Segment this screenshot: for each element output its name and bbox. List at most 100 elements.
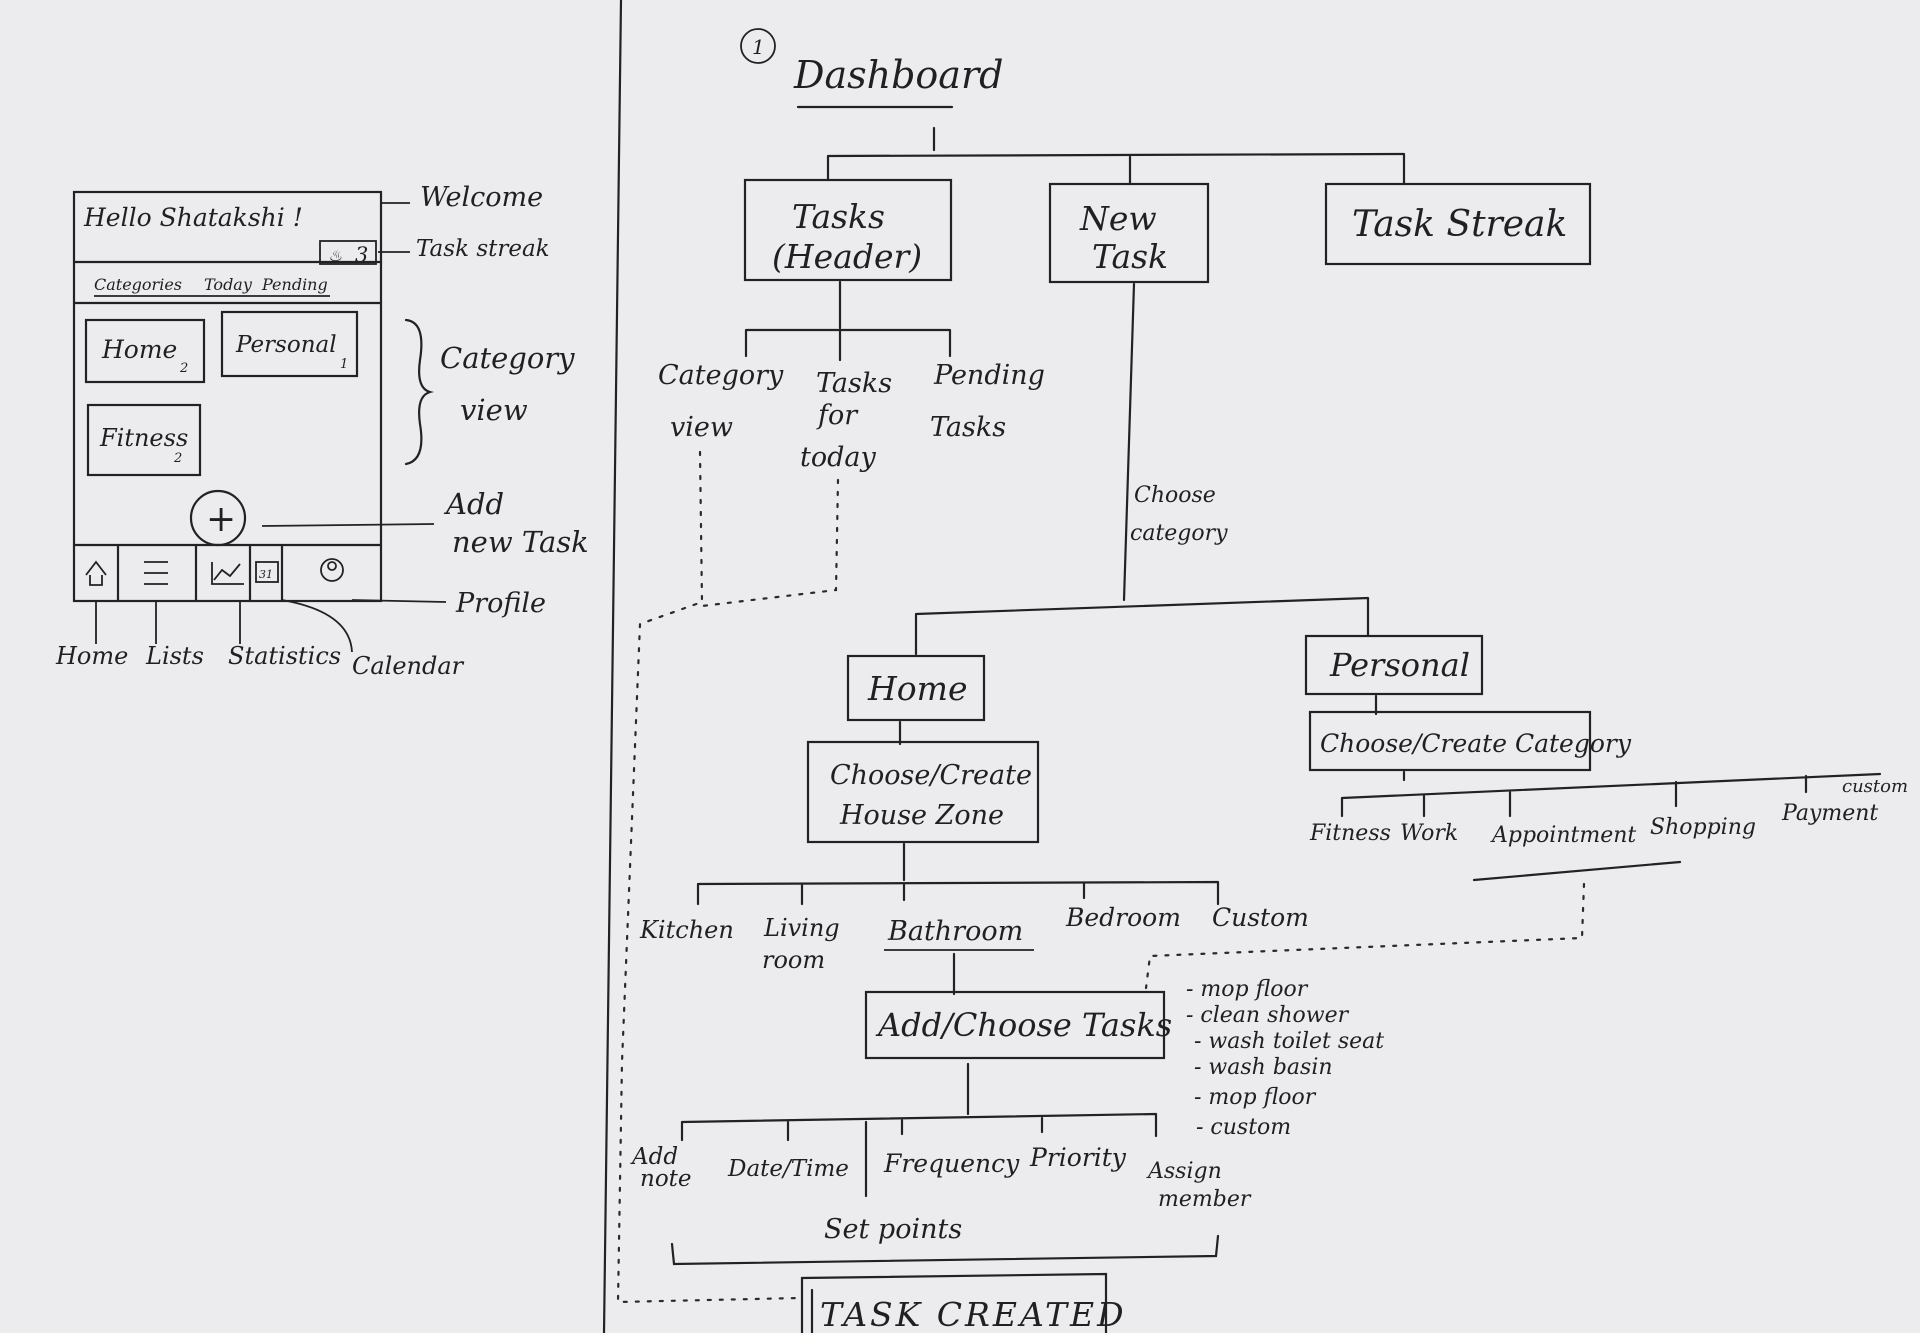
tab-pending[interactable]: Pending bbox=[261, 275, 328, 294]
node-home-label: Home bbox=[867, 669, 967, 708]
option-work: Work bbox=[1400, 821, 1458, 846]
card-fitness-count: 2 bbox=[173, 451, 182, 466]
calendar-leader bbox=[281, 599, 353, 653]
node-add-tasks bbox=[864, 990, 1166, 1060]
task-list: - mop floor - clean shower - wash toilet… bbox=[1186, 977, 1384, 1140]
header-today-3: today bbox=[800, 442, 876, 473]
options-connector bbox=[680, 1062, 1158, 1198]
new-task-stem bbox=[1122, 282, 1136, 602]
page-number-circle bbox=[740, 28, 776, 64]
dashboard-connector bbox=[826, 126, 1406, 186]
dotted-path-left bbox=[616, 450, 802, 1304]
calendar-day: 31 bbox=[259, 568, 273, 581]
streak-badge bbox=[319, 240, 377, 265]
task-list-item: - mop floor bbox=[1186, 977, 1309, 1002]
card-fitness-label: Fitness bbox=[99, 424, 188, 452]
choose-category-2: category bbox=[1130, 521, 1228, 546]
wireframe-annotations: Welcome Task streak Category view Add ne… bbox=[55, 182, 589, 680]
card-fitness[interactable] bbox=[86, 403, 202, 477]
statistics-label: Statistics bbox=[228, 642, 341, 670]
card-home[interactable] bbox=[84, 318, 206, 384]
header-category-1: Category bbox=[658, 360, 784, 391]
card-home-label: Home bbox=[101, 335, 177, 364]
category-brace bbox=[404, 318, 434, 466]
card-home-count: 2 bbox=[179, 361, 188, 376]
header-today-1: Tasks bbox=[816, 368, 892, 399]
node-personal-label: Personal bbox=[1329, 646, 1470, 684]
lists-label: Lists bbox=[145, 642, 204, 670]
add-task-label-2: new Task bbox=[452, 525, 589, 559]
tab-today[interactable]: Today bbox=[204, 275, 253, 294]
node-new-task-label-2: Task bbox=[1092, 237, 1168, 276]
set-points-bracket bbox=[670, 1234, 1220, 1266]
category-view-label-1: Category bbox=[440, 341, 575, 375]
node-personal-category-label: Choose/Create Category bbox=[1320, 729, 1632, 758]
zone-custom: Custom bbox=[1212, 903, 1309, 932]
option-assign-1: Assign bbox=[1146, 1159, 1222, 1184]
profile-icon[interactable] bbox=[320, 558, 344, 582]
node-home bbox=[846, 654, 986, 722]
task-list-item: - clean shower bbox=[1186, 1003, 1350, 1028]
header-pending-1: Pending bbox=[933, 360, 1045, 391]
header-children-connector bbox=[744, 280, 952, 362]
zone-bathroom: Bathroom bbox=[887, 916, 1023, 947]
option-add-note-1: Add bbox=[630, 1144, 678, 1170]
category-split-connector bbox=[914, 596, 1370, 656]
dotted-path-personal bbox=[1144, 882, 1586, 990]
tab-categories[interactable]: Categories bbox=[94, 275, 182, 294]
task-list-item: - custom bbox=[1196, 1115, 1291, 1140]
welcome-label: Welcome bbox=[420, 182, 543, 213]
dashboard-title: Dashboard bbox=[793, 53, 1003, 97]
task-created-box bbox=[800, 1272, 1108, 1333]
option-shopping: Shopping bbox=[1650, 815, 1756, 840]
node-tasks-label-1: Tasks bbox=[792, 197, 885, 236]
phone-frame bbox=[72, 190, 383, 603]
greeting-text: Hello Shatakshi ! bbox=[83, 203, 303, 232]
personal-options-connector bbox=[1340, 770, 1882, 818]
node-new-task bbox=[1048, 182, 1210, 284]
node-tasks-header bbox=[743, 178, 953, 282]
node-personal-category bbox=[1308, 710, 1592, 772]
node-house-zone-label-2: House Zone bbox=[839, 800, 1004, 831]
option-frequency: Frequency bbox=[883, 1149, 1020, 1178]
node-personal bbox=[1304, 634, 1484, 696]
card-personal[interactable] bbox=[220, 310, 359, 378]
choose-category-1: Choose bbox=[1134, 483, 1216, 508]
node-task-streak-label: Task Streak bbox=[1352, 204, 1567, 245]
streak-fire-icon: ♨ bbox=[328, 246, 342, 265]
add-task-leader bbox=[261, 523, 435, 527]
task-list-item: - wash basin bbox=[1194, 1055, 1333, 1080]
task-streak-label: Task streak bbox=[416, 236, 550, 262]
option-appointment: Appointment bbox=[1490, 823, 1636, 848]
option-assign-2: member bbox=[1158, 1187, 1252, 1212]
page-divider bbox=[602, 0, 623, 1333]
task-list-item: - mop floor bbox=[1194, 1085, 1317, 1110]
plus-icon: + bbox=[206, 499, 236, 540]
calendar-icon[interactable] bbox=[255, 561, 279, 583]
page-number: 1 bbox=[752, 35, 765, 59]
zone-kitchen: Kitchen bbox=[639, 916, 734, 944]
header-pending-2: Tasks bbox=[930, 412, 1006, 443]
option-add-note-2: note bbox=[640, 1166, 692, 1192]
card-personal-label: Personal bbox=[235, 332, 337, 358]
dotted-path-header bbox=[700, 478, 840, 608]
node-house-zone bbox=[806, 740, 1040, 844]
add-task-label-1: Add bbox=[443, 487, 504, 521]
home-label: Home bbox=[55, 642, 128, 670]
flow-diagram: 1 Dashboard Tasks (Header) New Task Task… bbox=[616, 28, 1908, 1333]
home-icon[interactable] bbox=[85, 560, 107, 586]
profile-leader bbox=[351, 599, 447, 603]
streak-count: 3 bbox=[355, 243, 368, 267]
header-category-2: view bbox=[670, 412, 733, 443]
option-custom: custom bbox=[1842, 776, 1908, 797]
zone-bedroom: Bedroom bbox=[1065, 903, 1181, 932]
list-icon[interactable] bbox=[144, 561, 168, 585]
zone-living-1: Living bbox=[763, 914, 840, 942]
option-priority: Priority bbox=[1029, 1143, 1127, 1172]
node-task-streak bbox=[1324, 182, 1592, 266]
statistics-icon[interactable] bbox=[211, 562, 244, 585]
calendar-label: Calendar bbox=[352, 652, 465, 680]
option-payment: Payment bbox=[1781, 801, 1878, 826]
card-personal-count: 1 bbox=[340, 357, 348, 372]
